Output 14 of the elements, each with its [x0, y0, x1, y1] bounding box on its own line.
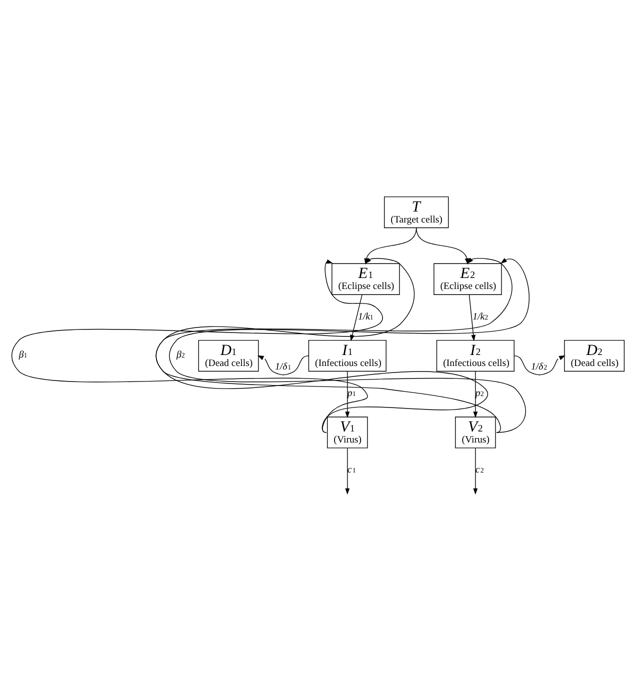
arrow	[345, 447, 350, 494]
node-box: E1 (Eclipse cells)	[332, 262, 400, 294]
node-box: V1 (Virus)	[327, 416, 368, 448]
node-box: T (Target cells)	[384, 196, 449, 228]
node-box: E2 (Eclipse cells)	[434, 262, 502, 294]
arrow	[416, 226, 470, 264]
node-box: V2 (Virus)	[455, 416, 496, 448]
node-box: D1 (Dead cells)	[198, 339, 259, 372]
node-box: I1 (Infectious cells)	[308, 339, 386, 372]
node-box: I2 (Infectious cells)	[436, 339, 514, 372]
node-box: D2 (Dead cells)	[564, 339, 625, 372]
arrow	[468, 294, 476, 341]
arrow	[257, 354, 310, 375]
arrow	[514, 354, 566, 375]
